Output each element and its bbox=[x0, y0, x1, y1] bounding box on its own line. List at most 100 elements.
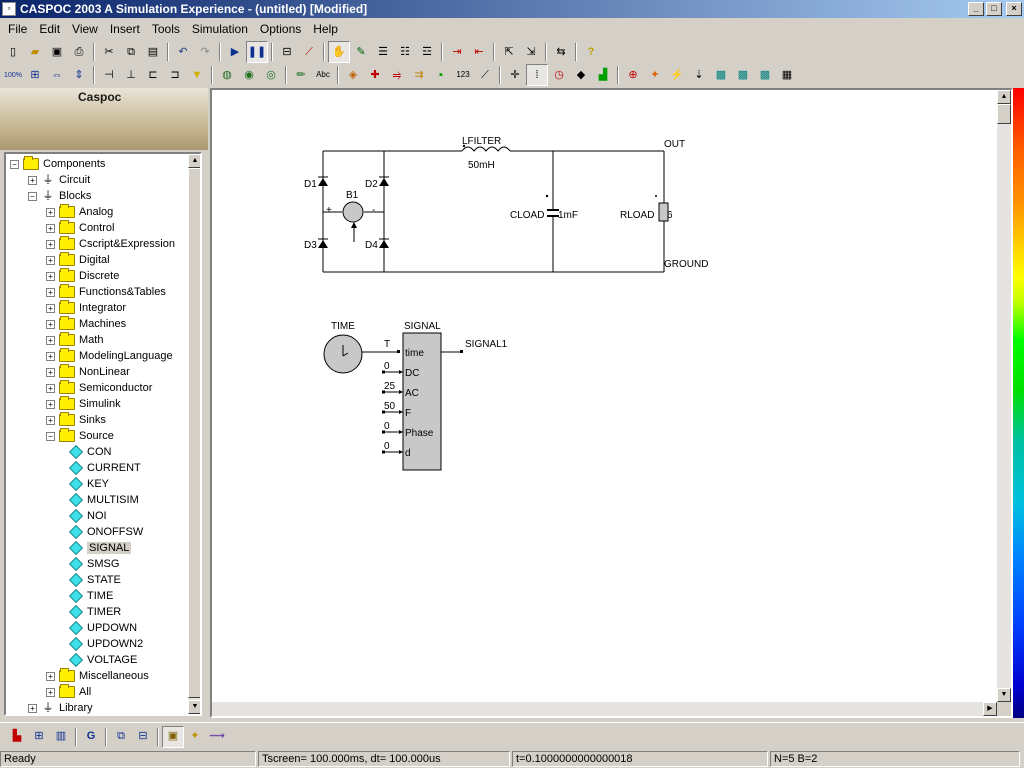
block-diagram-icon[interactable]: ▙ bbox=[12, 730, 22, 742]
signal-input-value[interactable]: 50 bbox=[384, 401, 396, 412]
tree-item[interactable]: UPDOWN bbox=[68, 620, 137, 636]
save-icon[interactable]: ▣ bbox=[51, 45, 63, 58]
swap-icon[interactable]: ⇆ bbox=[556, 45, 566, 58]
flip-vertical-icon[interactable]: ⊐ bbox=[170, 68, 180, 81]
bus-icon[interactable]: ⇉ bbox=[414, 68, 424, 81]
collapse-icon[interactable]: − bbox=[28, 191, 37, 201]
expand-icon[interactable]: + bbox=[46, 303, 55, 313]
expand-icon[interactable]: + bbox=[46, 207, 55, 217]
tree-item[interactable]: −Components bbox=[10, 156, 105, 172]
edit-plot-icon[interactable]: ✎ bbox=[356, 45, 366, 58]
component-icon[interactable]: ◈ bbox=[348, 68, 358, 81]
tree-item[interactable]: +NonLinear bbox=[46, 364, 130, 380]
zoom-fit-icon[interactable]: ⊞ bbox=[30, 68, 40, 81]
tree-item[interactable]: VOLTAGE bbox=[68, 652, 137, 668]
menu-tools[interactable]: Tools bbox=[151, 21, 180, 36]
tree-structure-icon[interactable]: ⊟ bbox=[138, 730, 148, 742]
text-label-icon[interactable]: Abc bbox=[316, 70, 330, 79]
grid-icon[interactable]: ⁞ bbox=[526, 64, 548, 86]
diode-d3[interactable] bbox=[318, 240, 328, 248]
expand-icon[interactable]: + bbox=[46, 223, 55, 233]
tree-item[interactable]: +Machines bbox=[46, 316, 126, 332]
ramp-icon[interactable]: ⟋ bbox=[305, 45, 313, 58]
expand-icon[interactable]: + bbox=[46, 255, 55, 265]
component-library-icon[interactable]: ⊕ bbox=[628, 68, 638, 81]
expand-icon[interactable]: + bbox=[46, 287, 55, 297]
tree-item[interactable]: +Integrator bbox=[46, 300, 126, 316]
electric-icon[interactable]: ⚡ bbox=[670, 68, 684, 81]
fill-icon[interactable]: ◆ bbox=[576, 68, 586, 81]
globe-network-icon[interactable]: ◉ bbox=[244, 68, 254, 81]
tree-scrollbar[interactable]: ▲ ▼ bbox=[188, 154, 200, 714]
tree-item[interactable]: +Digital bbox=[46, 252, 110, 268]
wire-icon[interactable]: ⥤ bbox=[392, 68, 402, 81]
menu-help[interactable]: Help bbox=[313, 21, 338, 36]
align-horizontal-icon[interactable]: ⊣ bbox=[104, 68, 114, 81]
minimize-button[interactable]: _ bbox=[968, 2, 984, 16]
tree-item[interactable]: +Control bbox=[46, 220, 114, 236]
block-third-icon[interactable]: ▩ bbox=[759, 68, 771, 81]
tree-item[interactable]: +⏚Library bbox=[28, 700, 93, 714]
tree-item[interactable]: −⏚Blocks bbox=[28, 188, 91, 204]
align-vertical-icon[interactable]: ⊥ bbox=[126, 68, 136, 81]
maximize-button[interactable]: □ bbox=[986, 2, 1002, 16]
tree-item[interactable]: −Source bbox=[46, 428, 114, 444]
tree-view-icon[interactable]: ⊞ bbox=[34, 730, 44, 742]
canvas-horizontal-scrollbar[interactable]: ▶ bbox=[212, 702, 997, 716]
schematic-canvas[interactable]: LFILTER 50mH OUT GROUND D1 D2 D3 D4 B1 +… bbox=[212, 90, 997, 702]
capacitor-cload[interactable] bbox=[545, 194, 559, 217]
folder-star-icon[interactable]: ✦ bbox=[190, 730, 200, 742]
table-icon[interactable]: ▦ bbox=[781, 68, 793, 81]
tree-item[interactable]: TIME bbox=[68, 588, 113, 604]
tree-item[interactable]: SMSG bbox=[68, 556, 119, 572]
pen-icon[interactable]: ✏ bbox=[296, 68, 306, 81]
globe-earth-icon[interactable]: ◎ bbox=[266, 68, 276, 81]
tree-item[interactable]: MULTISIM bbox=[68, 492, 139, 508]
open-icon[interactable]: ▰ bbox=[30, 45, 40, 58]
fire-icon[interactable]: ✦ bbox=[650, 68, 660, 81]
refresh-icon[interactable]: G bbox=[86, 730, 96, 742]
flip-horizontal-icon[interactable]: ⊏ bbox=[148, 68, 158, 81]
tree-item[interactable]: KEY bbox=[68, 476, 109, 492]
tree-item[interactable]: +⏚Circuit bbox=[28, 172, 90, 188]
tree-item[interactable]: NOI bbox=[68, 508, 107, 524]
menu-edit[interactable]: Edit bbox=[39, 21, 61, 36]
tree-item[interactable]: ONOFFSW bbox=[68, 524, 143, 540]
tree-item[interactable]: +Cscript&Expression bbox=[46, 236, 175, 252]
source-b1[interactable] bbox=[342, 201, 364, 223]
chart-icon[interactable]: ▟ bbox=[598, 68, 608, 81]
zoom-width-icon[interactable]: ⇔ bbox=[51, 68, 63, 81]
tree-scroll-up-icon[interactable]: ▲ bbox=[188, 154, 200, 168]
tree-item[interactable]: SIGNAL bbox=[68, 540, 132, 556]
paste-icon[interactable]: ▤ bbox=[147, 45, 159, 58]
menu-simulation[interactable]: Simulation bbox=[191, 21, 248, 36]
collapse-icon[interactable]: − bbox=[46, 431, 55, 441]
print-icon[interactable]: ⎙ bbox=[74, 45, 84, 58]
expand-icon[interactable]: + bbox=[46, 335, 55, 345]
tree-item[interactable]: UPDOWN2 bbox=[68, 636, 143, 652]
network-icon[interactable]: ⧉ bbox=[117, 730, 125, 742]
menu-view[interactable]: View bbox=[72, 21, 98, 36]
component-tree[interactable]: −Components+⏚Circuit−⏚Blocks+Analog+Cont… bbox=[4, 152, 202, 716]
expand-icon[interactable]: + bbox=[46, 351, 55, 361]
tree-item[interactable]: CON bbox=[68, 444, 111, 460]
tree-item[interactable]: +Sinks bbox=[46, 412, 106, 428]
node-icon[interactable]: ✚ bbox=[370, 68, 380, 81]
filter-icon[interactable]: ▼ bbox=[191, 68, 203, 81]
tree-item[interactable]: +Discrete bbox=[46, 268, 119, 284]
scope-image-icon[interactable]: ▣ bbox=[162, 725, 184, 748]
signal-input-value[interactable]: 0 bbox=[384, 441, 390, 452]
block-alt-icon[interactable]: ▩ bbox=[737, 68, 749, 81]
new-icon[interactable]: ▯ bbox=[9, 45, 17, 58]
tree-item[interactable]: +Semiconductor bbox=[46, 380, 152, 396]
tree-scroll-down-icon[interactable]: ▼ bbox=[188, 700, 200, 714]
canvas-scroll-down-icon[interactable]: ▼ bbox=[997, 688, 1011, 702]
diode-d1[interactable] bbox=[318, 178, 328, 186]
tree-item[interactable]: +Analog bbox=[46, 204, 113, 220]
redo-icon[interactable]: ↷ bbox=[200, 45, 210, 58]
inductor-lfilter[interactable] bbox=[461, 144, 511, 152]
expand-icon[interactable]: + bbox=[46, 399, 55, 409]
canvas-scroll-up-icon[interactable]: ▲ bbox=[997, 90, 1011, 104]
list-check-icon[interactable]: ☲ bbox=[422, 45, 432, 58]
expand-icon[interactable]: + bbox=[46, 319, 55, 329]
